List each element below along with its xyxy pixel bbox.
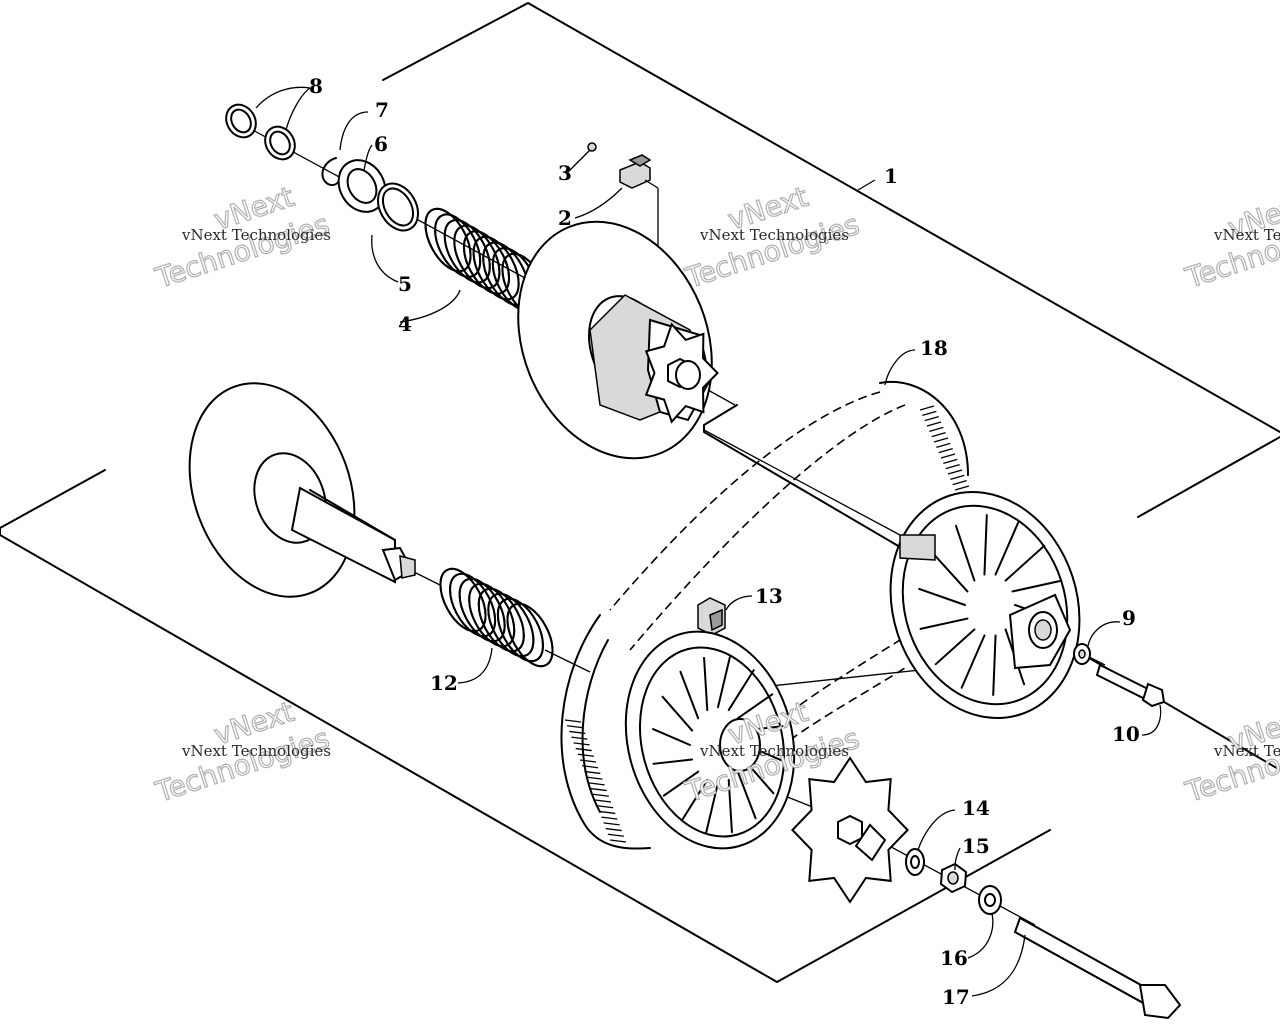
callout-18: 18 [920,336,948,360]
upper-sheave [517,220,719,460]
part-16-washer [978,885,1002,915]
watermark-bottom-right: vNext Technologies vNext Technologies [1180,701,1280,809]
spider-hub [791,756,909,904]
part-5-ring [377,182,419,232]
part-10-bolt [1095,663,1166,708]
watermark-small: vNext Technologies [181,226,331,244]
watermark-small: vNext Technologies [181,742,331,760]
callout-16: 16 [940,946,968,970]
callout-14: 14 [962,796,990,820]
callout-17: 17 [942,985,970,1009]
watermark-top-left: vNext Technologies vNext Technologies [150,179,333,295]
watermark-top-center: vNext Technologies vNext Technologies [680,179,863,295]
movable-sheave [624,630,796,850]
callout-15: 15 [962,834,990,858]
callout-13: 13 [755,584,783,608]
callout-12: 12 [430,671,458,695]
callout-4: 4 [398,312,412,336]
driven-sheave [889,490,1081,720]
callout-7: 7 [375,98,389,122]
part-3-screw [587,142,597,152]
callout-2: 2 [558,206,572,230]
part-12-spring [439,567,554,668]
part-14-washer [905,848,925,876]
drive-sheave-shaft [188,382,416,598]
part-9-washer [1073,643,1091,665]
leader-lines [255,86,1162,997]
callout-5: 5 [398,272,412,296]
part-6-washer [337,159,387,213]
callout-3: 3 [558,161,572,185]
part-8-rings [225,103,296,161]
part-17-bolt [1013,916,1182,1020]
watermark-small: vNext Technologies [699,742,849,760]
callout-6: 6 [374,132,388,156]
part-13-clip [697,597,726,760]
watermark-top-right: vNext Technologies vNext Technologies [1180,187,1280,295]
callout-8: 8 [309,74,323,98]
part-18-belt [560,380,970,850]
watermark-small: vNext Technologies [1213,742,1280,760]
watermark-small: vNext Technologies [699,226,849,244]
watermark-small: vNext Technologies [1213,226,1280,244]
assembly-bracket-lower [0,469,1051,983]
callout-10: 10 [1112,722,1140,746]
callout-1: 1 [884,164,898,188]
callout-9: 9 [1122,606,1136,630]
callout-labels: 1 2 3 4 5 6 7 8 9 10 12 13 14 15 16 17 1… [309,74,1140,1009]
part-15-nut [939,862,968,894]
